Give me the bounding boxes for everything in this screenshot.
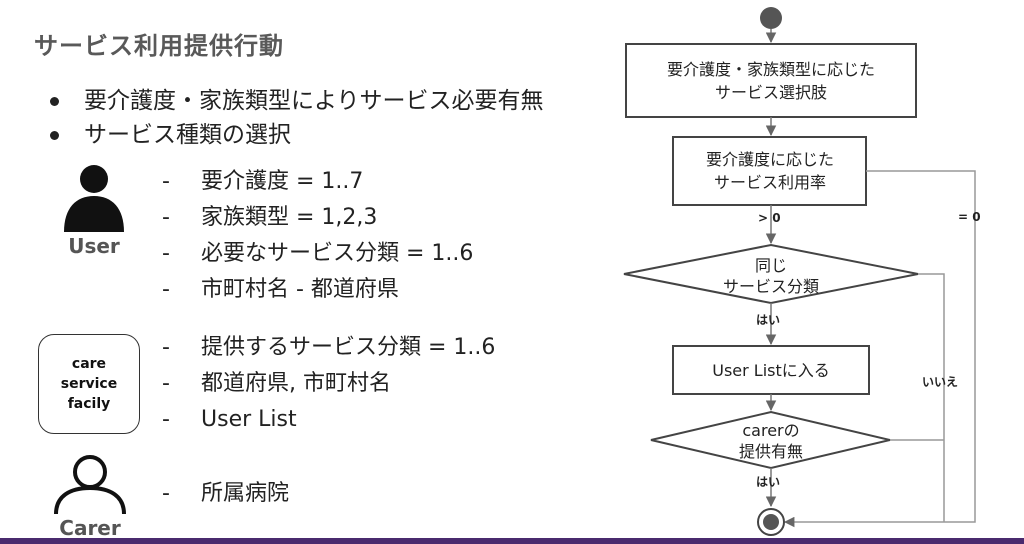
user-actor: User: [60, 164, 128, 260]
start-node: [760, 7, 782, 29]
decision-text: 提供有無: [739, 442, 803, 461]
care-service-facility-box: care service facily: [38, 334, 140, 434]
bullet-item: サービス種類の選択: [46, 118, 544, 152]
end-node-inner: [763, 514, 779, 530]
facility-attribute: 提供するサービス分類 = 1..6: [156, 330, 495, 366]
connector-no: [918, 273, 945, 522]
process-box-text: サービス利用率: [714, 173, 826, 192]
facility-attribute: User List: [156, 402, 495, 438]
decision-text: carerの: [742, 421, 799, 440]
bullet-list: 要介護度・家族類型によりサービス必要有無 サービス種類の選択: [46, 84, 544, 152]
decision-text: サービス分類: [723, 277, 819, 296]
carer-person-outline-icon: [54, 455, 126, 515]
condition-label-yes: はい: [756, 475, 780, 489]
facility-label: care service facily: [60, 356, 118, 412]
bullet-item: 要介護度・家族類型によりサービス必要有無: [46, 84, 544, 118]
decision-text: 同じ: [755, 256, 787, 275]
carer-attribute: 所属病院: [156, 476, 289, 512]
user-attribute: 要介護度 = 1..7: [156, 164, 473, 200]
process-box-add-user-list: [672, 345, 870, 395]
facility-attributes: 提供するサービス分類 = 1..6 都道府県, 市町村名 User List: [156, 330, 495, 438]
process-box-text: 要介護度に応じた: [706, 150, 834, 169]
carer-label: Carer: [59, 516, 121, 540]
user-attribute: 市町村名 - 都道府県: [156, 272, 473, 308]
user-attribute: 必要なサービス分類 = 1..6: [156, 236, 473, 272]
carer-attributes: 所属病院: [156, 476, 289, 512]
process-box-usage-rate: [672, 136, 867, 206]
condition-label-gt0: > 0: [758, 211, 781, 225]
condition-label-no: いいえ: [922, 375, 958, 389]
process-box-text: サービス選択肢: [715, 83, 827, 102]
user-label: User: [68, 234, 120, 258]
slide-title: サービス利用提供行動: [34, 32, 284, 60]
process-box-text: User Listに入る: [712, 361, 830, 380]
connector-eq0: [783, 170, 976, 528]
condition-label-eq0: = 0: [958, 210, 981, 224]
process-box-text: 要介護度・家族類型に応じた: [667, 60, 875, 79]
facility-attribute: 都道府県, 市町村名: [156, 366, 495, 402]
user-attribute: 家族類型 = 1,2,3: [156, 200, 473, 236]
user-attributes: 要介護度 = 1..7 家族類型 = 1,2,3 必要なサービス分類 = 1..…: [156, 164, 473, 308]
condition-label-yes: はい: [756, 313, 780, 327]
carer-actor: Carer: [50, 454, 130, 544]
bottom-accent-bar: [0, 538, 1024, 544]
user-person-icon: [64, 165, 124, 232]
process-box-service-options: [625, 43, 917, 118]
